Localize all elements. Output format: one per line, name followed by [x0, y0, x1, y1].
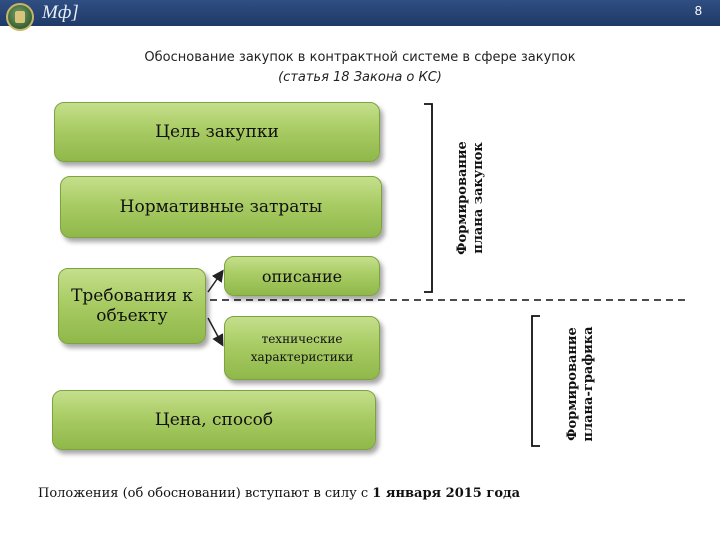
arrow-to-description — [207, 269, 224, 293]
brand-text: Мф] — [42, 2, 79, 23]
plan-vertical-label: Формирование плана закупок — [455, 113, 491, 283]
schedule-vertical-label: Формирование плана-графика — [565, 299, 601, 469]
requirements-box: Требования к объекту — [58, 268, 206, 344]
slide-subtitle: (статья 18 Закона о КС) — [278, 70, 442, 85]
price-method-box: Цена, способ — [52, 390, 376, 450]
schedule-bracket — [531, 315, 540, 447]
schedule-label-line2: плана-графика — [580, 326, 596, 442]
page-number: 8 — [694, 3, 702, 18]
footer-date: 1 января 2015 года — [372, 486, 521, 501]
requirements-label: Требования к объекту — [71, 285, 193, 326]
description-label: описание — [261, 266, 343, 286]
goal-box: Цель закупки — [54, 102, 380, 162]
slide-title: Обоснование закупок в контрактной систем… — [144, 50, 576, 65]
norm-costs-box: Нормативные затраты — [60, 176, 382, 238]
emblem-logo — [6, 3, 34, 31]
tech-specs-box: технические характеристики — [224, 316, 380, 380]
tech-specs-label: технические характеристики — [250, 332, 354, 364]
price-method-label: Цена, способ — [154, 410, 274, 430]
footer-note: Положения (об обосновании) вступают в си… — [38, 486, 520, 501]
description-box: описание — [224, 256, 380, 296]
header-bar: Мф] 8 — [0, 0, 720, 31]
arrow-to-tech-specs — [207, 317, 224, 347]
plan-label-line2: плана закупок — [470, 142, 486, 254]
plan-label-line1: Формирование — [455, 141, 470, 255]
plan-bracket — [424, 103, 433, 293]
norm-costs-label: Нормативные затраты — [119, 197, 323, 217]
goal-label: Цель закупки — [155, 122, 279, 142]
schedule-label-line1: Формирование — [565, 327, 580, 441]
footer-text: Положения (об обосновании) вступают в си… — [38, 486, 373, 501]
